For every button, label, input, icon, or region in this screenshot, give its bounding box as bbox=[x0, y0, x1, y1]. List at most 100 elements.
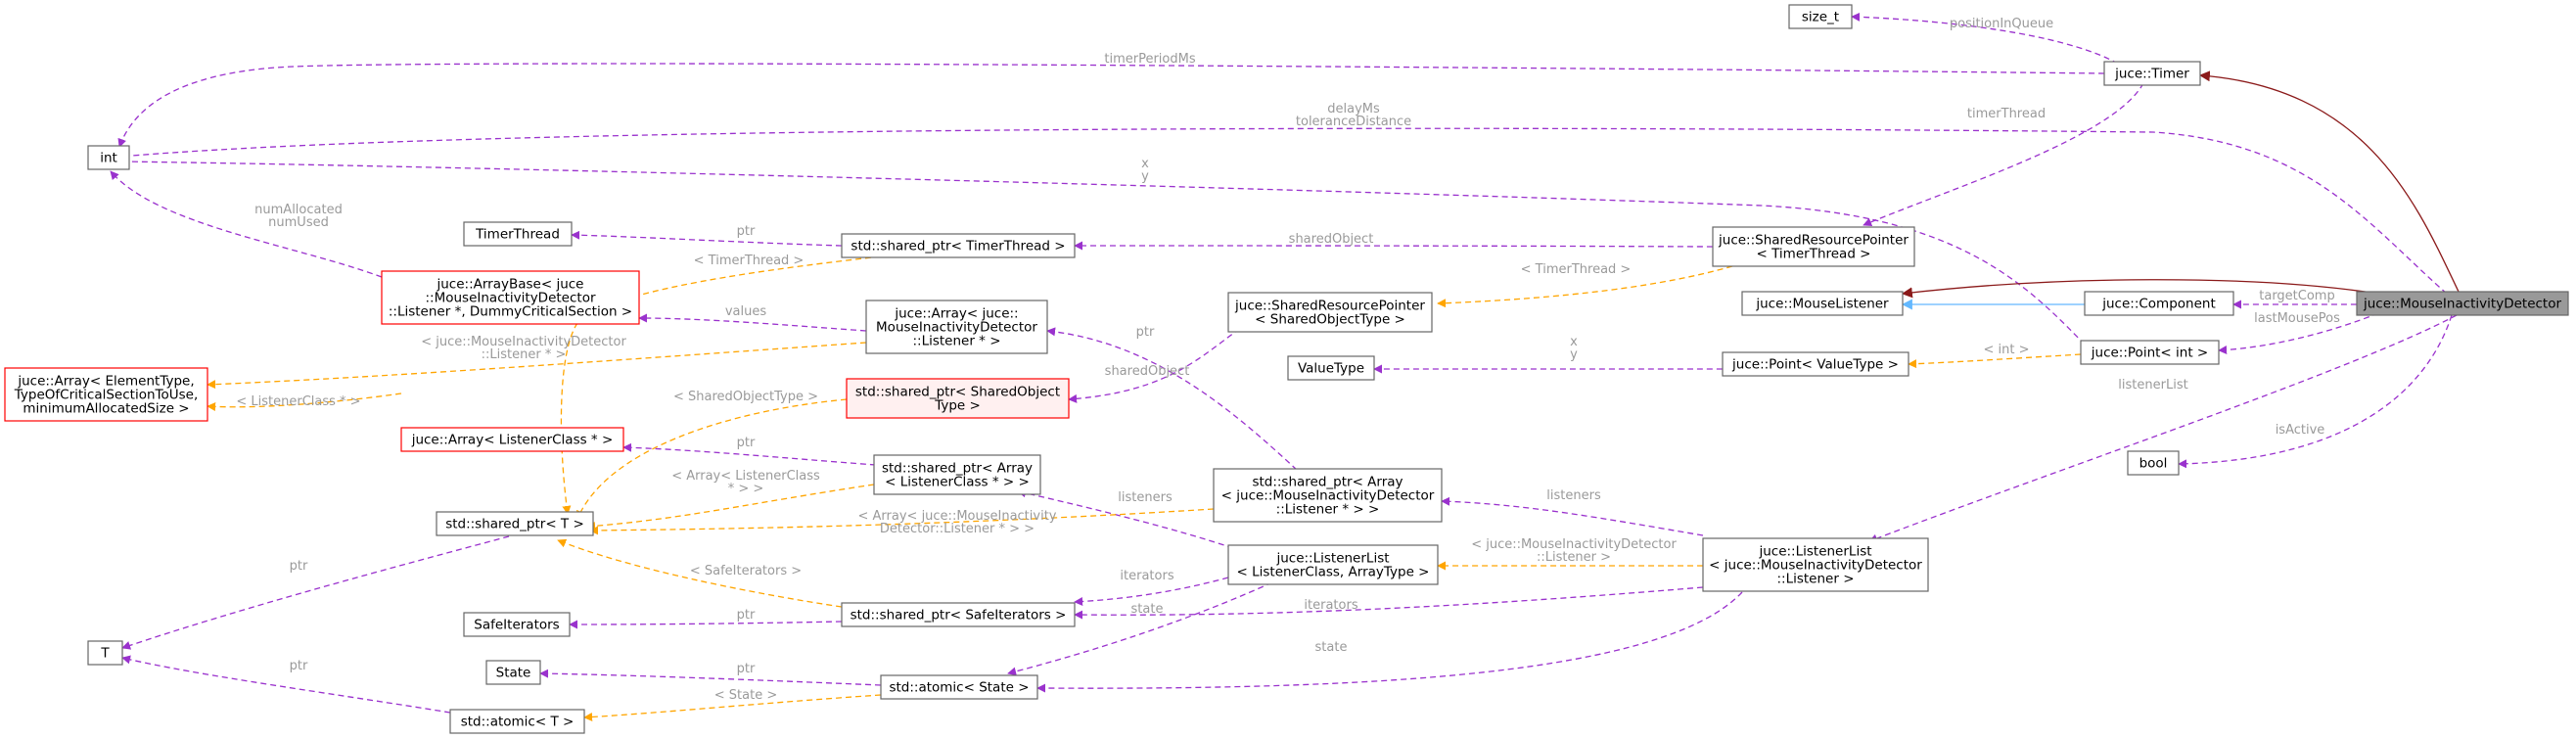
node-point-valuetype[interactable]: juce::Point< ValueType > bbox=[1722, 351, 1909, 377]
edge-label-line: y bbox=[1570, 347, 1578, 362]
node-label-line: juce::Timer bbox=[2114, 67, 2189, 82]
edge-label-line: listeners bbox=[1118, 490, 1173, 505]
edge-label-sharedObject2: sharedObject bbox=[1105, 364, 1190, 379]
node-label-line: std::shared_ptr< T > bbox=[445, 517, 584, 532]
node-box bbox=[2103, 61, 2201, 86]
edge-label-line: sharedObject bbox=[1105, 364, 1190, 379]
node-label-line: std::shared_ptr< SafeIterators > bbox=[851, 608, 1067, 624]
node-box bbox=[1741, 291, 1904, 316]
node-label-line: std::shared_ptr< TimerThread > bbox=[851, 239, 1065, 254]
node-shared-ptr-t[interactable]: std::shared_ptr< T > bbox=[436, 511, 594, 536]
node-box bbox=[1788, 4, 1853, 29]
edge-spsafeit-safeit bbox=[569, 620, 843, 629]
edge-label-line: < SafeIterators > bbox=[690, 564, 802, 578]
node-label-line: juce::MouseListener bbox=[1755, 297, 1889, 312]
edge-label-ptr-array-mid: ptr bbox=[1136, 325, 1155, 340]
edge-label-tpl-state: < State > bbox=[714, 688, 777, 703]
edge-label-line: Detector::Listener * > > bbox=[880, 522, 1035, 536]
node-label-line: juce::SharedResourcePointer bbox=[1718, 233, 1909, 249]
node-array-mid-listener[interactable]: juce::Array< juce::MouseInactivityDetect… bbox=[865, 300, 1048, 354]
node-state[interactable]: State bbox=[485, 660, 541, 685]
edge-label-line: numUsed bbox=[268, 215, 329, 230]
node-valuetype[interactable]: ValueType bbox=[1287, 355, 1375, 381]
node-box bbox=[1287, 355, 1375, 381]
node-label-line: T bbox=[100, 646, 110, 662]
node-size-t[interactable]: size_t bbox=[1788, 4, 1853, 29]
edge-label-line: values bbox=[725, 304, 767, 319]
node-shared-ptr-array-listenerclass[interactable]: std::shared_ptr< Array< ListenerClass * … bbox=[873, 454, 1041, 495]
node-int[interactable]: int bbox=[87, 145, 130, 170]
edge-spt-sparraylc bbox=[586, 484, 875, 531]
node-shared-ptr-array-mid[interactable]: std::shared_ptr< Array< juce::MouseInact… bbox=[1213, 468, 1443, 523]
edge-label-ptr-safeiterators: ptr bbox=[737, 608, 756, 623]
node-box bbox=[1227, 544, 1439, 585]
node-label-line: juce::Component bbox=[2101, 297, 2216, 312]
node-listenerlist-generic[interactable]: juce::ListenerList< ListenerClass, Array… bbox=[1227, 544, 1439, 585]
node-shared-resource-pointer-generic[interactable]: juce::SharedResourcePointer< SharedObjec… bbox=[1227, 292, 1433, 333]
node-point-int[interactable]: juce::Point< int > bbox=[2080, 340, 2220, 365]
edge-label-line: listenerList bbox=[2118, 378, 2187, 393]
edge-label-line: ptr bbox=[737, 436, 756, 450]
edge-pointint-int-xy bbox=[119, 157, 2086, 346]
node-atomic-t[interactable]: std::atomic< T > bbox=[449, 709, 585, 734]
node-shared-ptr-timerthread[interactable]: std::shared_ptr< TimerThread > bbox=[841, 233, 1076, 258]
edge-atomicstate-atomict bbox=[583, 694, 882, 722]
edge-mid-timer bbox=[2198, 70, 2460, 293]
node-label-line: ::Listener * > bbox=[912, 334, 1000, 349]
node-array-generic[interactable]: juce::Array< ElementType,TypeOfCriticalS… bbox=[4, 367, 208, 422]
node-label-line: juce::Array< ElementType, bbox=[17, 374, 194, 390]
edge-label-lastMousePos: lastMousePos bbox=[2254, 311, 2340, 326]
node-listenerlist-mid[interactable]: juce::ListenerList< juce::MouseInactivit… bbox=[1702, 537, 1929, 592]
edge-label-line: < Array< ListenerClass bbox=[671, 469, 820, 484]
edge-spt-spsharedobj bbox=[576, 398, 848, 520]
node-label-line: < TimerThread > bbox=[1757, 247, 1871, 262]
node-label-line: size_t bbox=[1802, 10, 1839, 25]
node-timerthread[interactable]: TimerThread bbox=[463, 221, 573, 247]
edge-atomicstate-state bbox=[539, 669, 882, 686]
node-bool[interactable]: bool bbox=[2127, 450, 2180, 476]
node-mouselistener[interactable]: juce::MouseListener bbox=[1741, 291, 1904, 316]
node-juce-timer[interactable]: juce::Timer bbox=[2103, 61, 2201, 86]
node-mouse-inactivity-detector[interactable]: juce::MouseInactivityDetector bbox=[2356, 291, 2569, 316]
node-box bbox=[463, 612, 571, 637]
edge-label-line: y bbox=[1141, 169, 1149, 184]
edge-label-line: < int > bbox=[1984, 343, 2030, 357]
node-array-listenerclass[interactable]: juce::Array< ListenerClass * > bbox=[400, 427, 624, 452]
node-label-line: < juce::MouseInactivityDetector bbox=[1709, 558, 1922, 574]
edge-label-line: toleranceDistance bbox=[1296, 115, 1411, 129]
edge-label-line: ptr bbox=[1136, 325, 1155, 340]
edge-label-line: positionInQueue bbox=[1950, 17, 2053, 31]
edges bbox=[110, 12, 2460, 722]
node-box bbox=[2356, 291, 2569, 316]
node-label-line: juce::Point< int > bbox=[2091, 346, 2208, 361]
edge-label-tpl-sharedobjecttype: < SharedObjectType > bbox=[673, 390, 818, 404]
node-shared-resource-pointer-timerthread[interactable]: juce::SharedResourcePointer< TimerThread… bbox=[1712, 226, 1915, 267]
nodes: size_t juce::Timer int TimerThread std::… bbox=[4, 4, 2569, 734]
edge-label-listeners2: listeners bbox=[1546, 488, 1601, 503]
edge-label-line: < SharedObjectType > bbox=[673, 390, 818, 404]
edge-label-positionInQueue: positionInQueue bbox=[1950, 17, 2053, 31]
edge-label-ptr-array-lc: ptr bbox=[737, 436, 756, 450]
edge-label-tpl-listenerclass: < ListenerClass * > bbox=[236, 394, 360, 409]
edge-label-line: lastMousePos bbox=[2254, 311, 2340, 326]
edge-label-iterators1: iterators bbox=[1120, 569, 1173, 583]
node-arraybase[interactable]: juce::ArrayBase< juce::MouseInactivityDe… bbox=[381, 270, 640, 325]
node-label-line: std::shared_ptr< SharedObject bbox=[855, 385, 1060, 400]
node-label-line: SafeIterators bbox=[474, 618, 559, 633]
node-shared-ptr-safeiterators[interactable]: std::shared_ptr< SafeIterators > bbox=[841, 602, 1076, 627]
node-safeiterators[interactable]: SafeIterators bbox=[463, 612, 571, 637]
node-shared-ptr-sharedobject[interactable]: std::shared_ptr< SharedObjectType > bbox=[846, 378, 1070, 419]
node-box bbox=[381, 270, 640, 325]
edge-label-line: state bbox=[1131, 602, 1164, 617]
edge-label-line: < Array< juce::MouseInactivity bbox=[858, 509, 1057, 524]
node-label-line: ::MouseInactivityDetector bbox=[425, 291, 595, 306]
node-t[interactable]: T bbox=[87, 640, 123, 666]
node-juce-component[interactable]: juce::Component bbox=[2084, 291, 2234, 316]
edge-timer-sizet bbox=[1851, 12, 2119, 65]
node-atomic-state[interactable]: std::atomic< State > bbox=[880, 674, 1038, 700]
edge-spt-sparraymid bbox=[589, 508, 1215, 535]
edge-label-targetComp: targetComp bbox=[2259, 289, 2334, 303]
